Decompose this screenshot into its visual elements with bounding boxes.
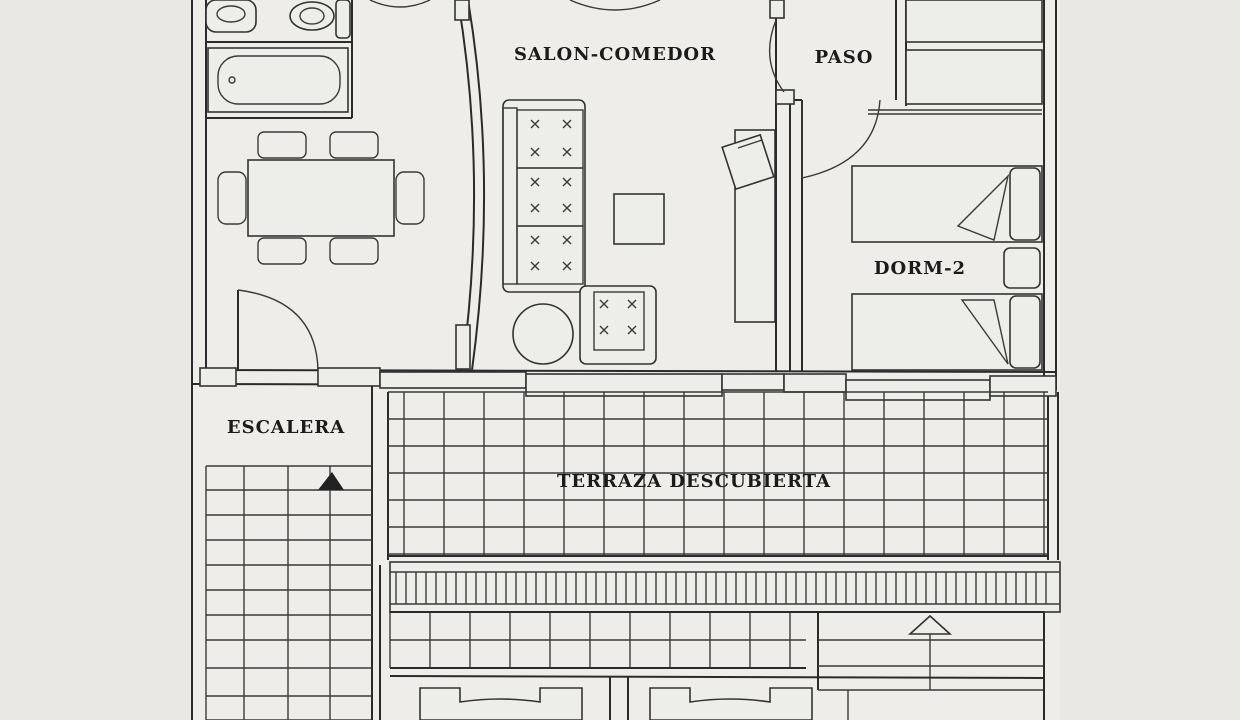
door-arc (768, 19, 785, 93)
curved-partition (454, 0, 486, 371)
wardrobe-icon (868, 0, 1043, 115)
exterior-walls (191, 0, 1059, 720)
label-dorm-2: DORM-2 (874, 258, 966, 279)
label-paso: PASO (815, 47, 874, 68)
door-arc (369, 0, 431, 8)
round-table-icon (512, 303, 574, 365)
label-terraza-descubierta: TERRAZA DESCUBIERTA (557, 471, 831, 492)
bidet-icon (205, 0, 257, 33)
balustrade (389, 561, 1061, 613)
dining-table-icon (217, 131, 425, 265)
label-salon-comedor: SALON-COMEDOR (514, 44, 716, 65)
arrow-up-icon (318, 472, 344, 490)
toilet-icon (289, 0, 351, 39)
lower-rooms (389, 667, 1045, 720)
door-icon (237, 289, 319, 371)
bathtub-icon (207, 47, 349, 113)
bathroom (205, 0, 353, 119)
nightstand-icon (1003, 247, 1041, 289)
armchair-icon (579, 285, 657, 365)
bed-icon (851, 165, 1043, 243)
terrace-tiles (388, 391, 1048, 557)
label-escalera: ESCALERA (227, 417, 345, 438)
lower-right-area (817, 612, 1045, 720)
arrow-up-icon (907, 614, 953, 635)
sofa-icon (502, 99, 586, 293)
lower-tiles (389, 611, 1044, 668)
terrace-wall (191, 367, 1057, 401)
coffee-table-icon (613, 193, 665, 245)
door-arc (801, 99, 881, 179)
bed-icon (851, 293, 1043, 371)
staircase-icon (205, 386, 389, 720)
door-arc (569, 0, 661, 11)
